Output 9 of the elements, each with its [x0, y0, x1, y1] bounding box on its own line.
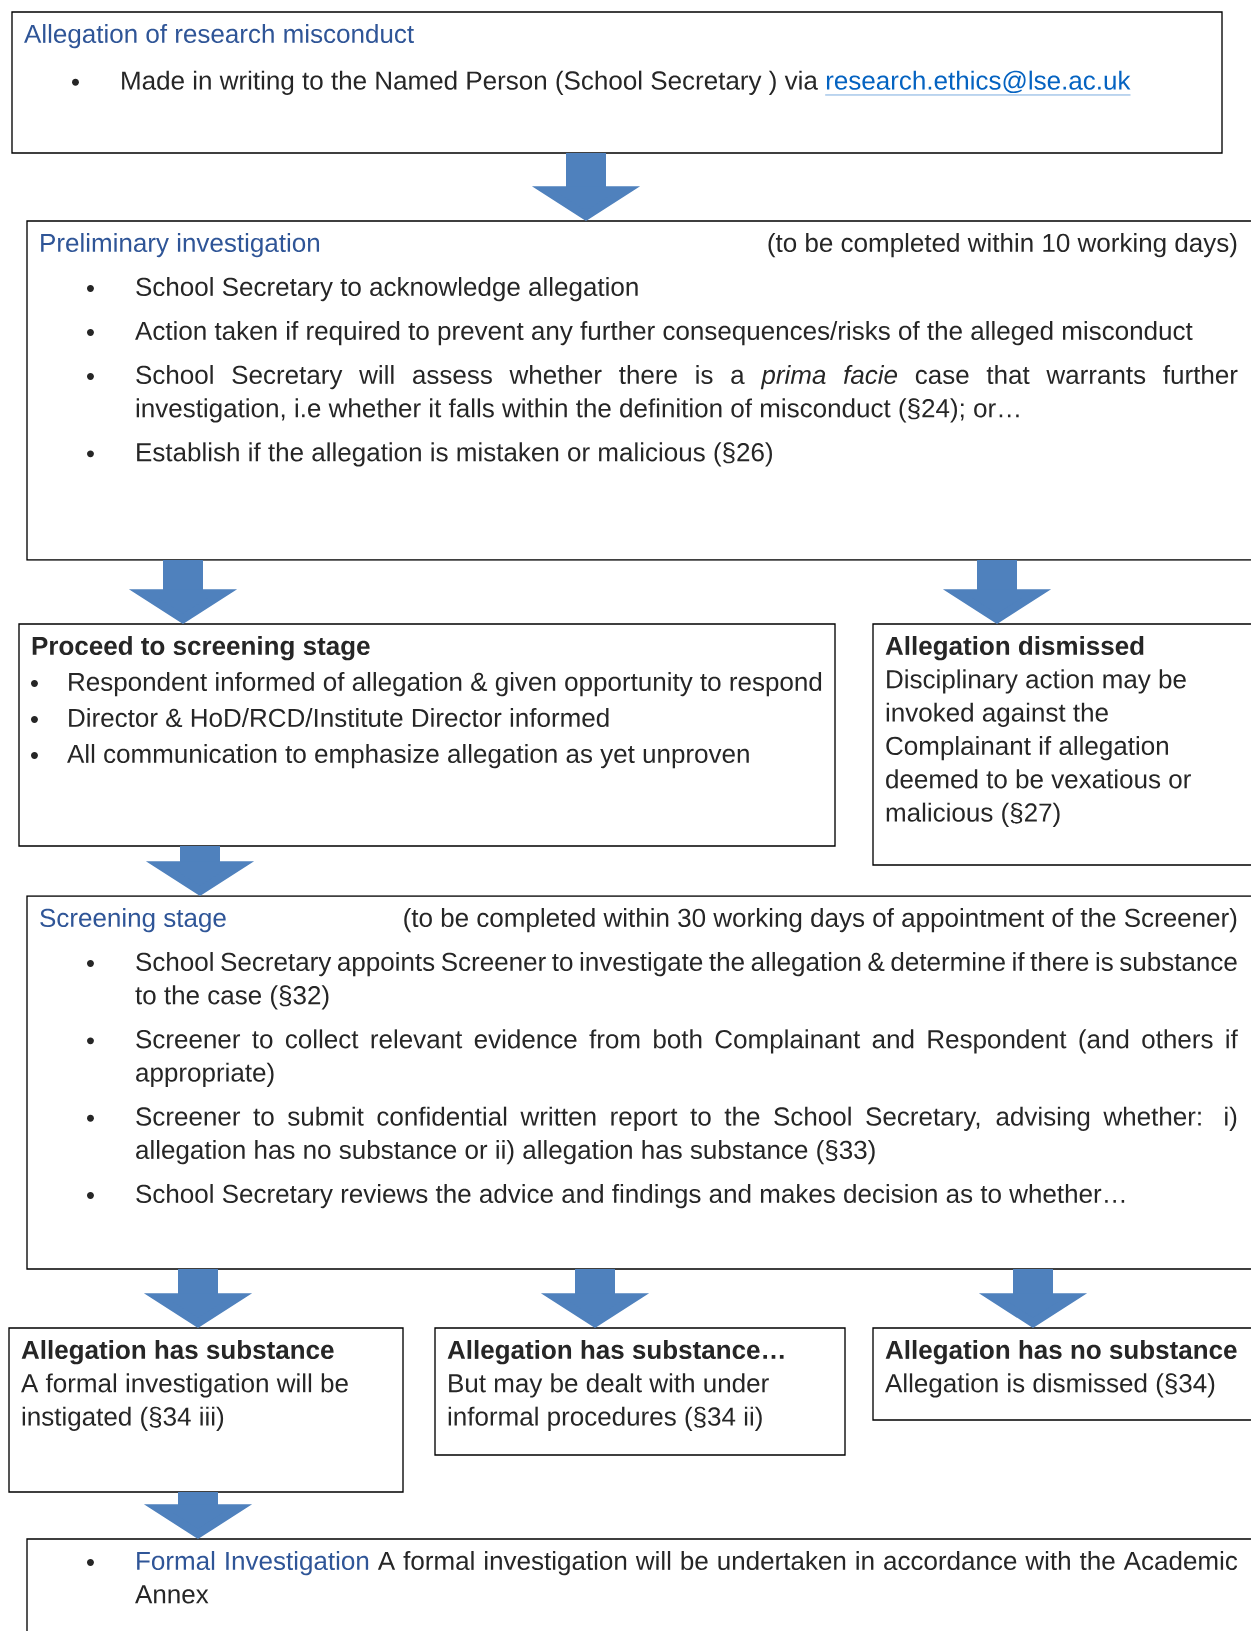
process-box: Allegation has substance A formal investigation will be instigated (§34 iii)	[8, 1327, 404, 1493]
process-box: Allegation has substance… But may be dealt with under informal procedures (§34 ii)	[434, 1327, 846, 1456]
process-box: Allegation dismissed Disciplinary action may be invoked against the Complainant if allegation deemed to be vexatious or malicious (§27)	[872, 623, 1251, 866]
process-box: Proceed to screening stage Respondent informed of allegation & given opportunity to respond Director & HoD/RCD/Institute Director informed All communication to emphasize allegation as yet unproven	[18, 623, 836, 847]
process-box: Formal Investigation A formal investigation will be undertaken in accordance with the Academic Annex	[26, 1538, 1251, 1631]
process-box: Screening stage (to be completed within 30 working days of appointment of the Screener) School Secretary appoints Screener to investigate the allegation & determine if there is substance to the case (§32) Screener to collect relevant evidence from both Complainant and Respondent (and others if appropriate) Screener to submit confidential written report to the School Secretary, advising whether: i) allegation has no substance or ii) allegation has substance (§33) School Secretary reviews the advice and findings and makes decision as to whether…	[26, 895, 1251, 1270]
process-box: Preliminary investigation (to be completed within 10 working days) School Secretary to acknowledge allegation Action taken if required to prevent any further consequences/risks of the alleged misconduct School Secretary will assess whether there is a prima facie case that warrants further investigation, i.e whether it falls within the definition of misconduct (§24); or… Establish if the allegation is mistaken or malicious (§26)	[26, 220, 1251, 561]
process-box: Allegation has no substance Allegation is dismissed (§34)	[872, 1327, 1251, 1421]
process-box: Allegation of research misconduct Made in writing to the Named Person (School Secretary ) via research.ethics@lse.ac.uk	[11, 11, 1223, 154]
